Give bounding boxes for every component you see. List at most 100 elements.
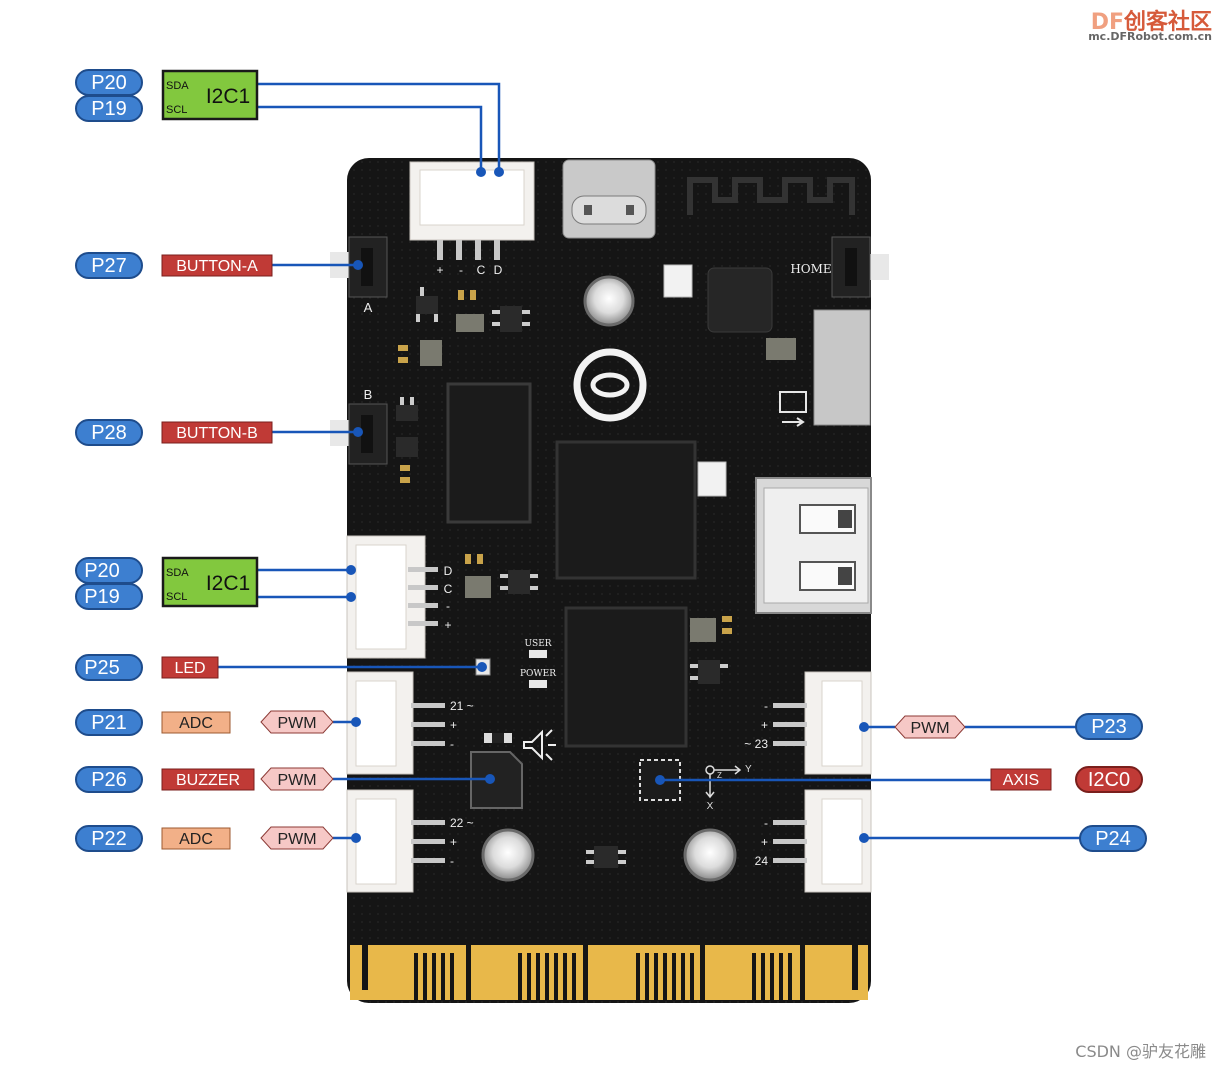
transistor-1: [416, 287, 438, 322]
grey-component-3: [766, 338, 796, 360]
wire-endpoints: [346, 167, 869, 843]
axis-icon: [705, 765, 742, 799]
transistor-2: [492, 306, 530, 332]
grey-component-1: [456, 314, 484, 332]
label-p27: P27: [75, 252, 143, 279]
svg-text:ADC: ADC: [179, 831, 213, 848]
port-24-connector: [773, 789, 872, 893]
label-top-p20: P20: [75, 69, 143, 96]
button-b-label: B: [364, 387, 373, 402]
small-white-component-2: [697, 461, 727, 497]
svg-text:P20: P20: [84, 560, 120, 582]
small-white-component-1: [663, 264, 693, 298]
left-port-c: C: [444, 582, 453, 596]
csdn-watermark: CSDN @驴友花雕: [1075, 1042, 1206, 1061]
axis-x-label: X: [707, 801, 714, 812]
top-i2c-connector: [409, 161, 535, 260]
svg-text:AXIS: AXIS: [1003, 772, 1039, 789]
svg-text:PWM: PWM: [277, 715, 316, 732]
microsd-slot: [779, 309, 871, 427]
label-p23-pwm: PWM: [894, 715, 966, 739]
label-p21: P21: [75, 709, 143, 736]
left-port-plus: +: [444, 618, 451, 632]
label-p26-pwm: PWM: [260, 767, 334, 791]
grey-component-5: [690, 618, 716, 642]
chip-wifi: [707, 267, 773, 333]
grey-component-4: [465, 576, 491, 598]
capacitors: [398, 290, 732, 634]
label-p22-pwm: PWM: [260, 826, 334, 850]
unihiker-board: + - C D A B HOME: [330, 158, 889, 1003]
port24-label-plus: +: [761, 835, 768, 849]
svg-text:BUTTON-B: BUTTON-B: [176, 425, 257, 442]
transistor-6: [586, 846, 626, 868]
round-button-left: [481, 828, 535, 882]
port21-label-minus: -: [450, 737, 454, 751]
round-button-right: [683, 828, 737, 882]
svg-text:I2C0: I2C0: [1088, 769, 1130, 791]
svg-text:P19: P19: [91, 98, 127, 120]
chip-main-cpu: [555, 440, 697, 580]
transistor-4: [500, 570, 538, 594]
svg-text:P21: P21: [91, 712, 127, 734]
label-p22: P22: [75, 825, 143, 852]
port24-label-minus: -: [764, 816, 768, 830]
svg-text:SDA: SDA: [166, 567, 189, 579]
port22-label-plus: +: [450, 835, 457, 849]
top-connector-minus: -: [459, 263, 463, 277]
svg-text:P19: P19: [84, 586, 120, 608]
svg-text:SCL: SCL: [166, 591, 187, 603]
svg-text:PWM: PWM: [277, 772, 316, 789]
svg-text:ADC: ADC: [179, 715, 213, 732]
transistor-3: [396, 397, 418, 457]
watermark-cn: 创客社区: [1123, 10, 1212, 35]
svg-text:SCL: SCL: [166, 104, 187, 116]
svg-text:LED: LED: [174, 660, 205, 677]
svg-text:BUTTON-A: BUTTON-A: [176, 258, 258, 275]
user-led-label: USER: [524, 639, 551, 649]
chip-coprocessor: [564, 606, 688, 748]
home-button: [831, 236, 889, 298]
top-connector-plus: +: [436, 263, 443, 277]
svg-text:P28: P28: [91, 422, 127, 444]
dfrobot-watermark: DF创客社区: [1091, 4, 1212, 36]
axis-y-label: Y: [745, 764, 752, 775]
svg-text:P23: P23: [1091, 716, 1127, 738]
port23-label-signal: ~ 23: [744, 737, 768, 751]
svg-text:SDA: SDA: [166, 80, 189, 92]
top-connector-d: D: [494, 263, 503, 277]
svg-text:PWM: PWM: [277, 831, 316, 848]
svg-text:BUZZER: BUZZER: [176, 772, 240, 789]
top-connector-c: C: [477, 263, 486, 277]
svg-text:PWM: PWM: [910, 720, 949, 737]
button-a: [330, 236, 388, 298]
port22-label-signal: 22 ~: [450, 816, 474, 830]
label-p24: P24: [1079, 825, 1147, 852]
label-p23: P23: [1075, 713, 1143, 740]
watermark-df: DF: [1090, 10, 1124, 35]
dfrobot-url: mc.DFRobot.com.cn: [1088, 30, 1212, 43]
round-button-top: [583, 275, 635, 327]
grey-component-2: [420, 340, 442, 366]
user-led: [529, 650, 547, 658]
label-led: LED: [161, 656, 219, 679]
transistor-5: [690, 660, 728, 684]
wifi-antenna-trace: [687, 177, 855, 215]
axis-z-label: Z: [717, 771, 722, 780]
label-p25: P25: [75, 654, 143, 681]
label-p28: P28: [75, 419, 143, 446]
label-p22-adc: ADC: [161, 827, 231, 850]
port-21-connector: [346, 671, 445, 775]
port-22-connector: [346, 789, 445, 893]
port23-label-minus: -: [764, 699, 768, 713]
buzzer: [470, 733, 523, 809]
label-i2c0: I2C0: [1075, 766, 1143, 793]
usb-c-port: [562, 159, 656, 239]
label-top-p19: P19: [75, 95, 143, 122]
button-a-label: A: [364, 300, 373, 315]
port22-label-minus: -: [450, 854, 454, 868]
label-top-i2c1: SDA SCL I2C1: [161, 69, 259, 121]
label-mid-p20: P20: [75, 557, 143, 584]
home-label: HOME: [790, 262, 831, 276]
